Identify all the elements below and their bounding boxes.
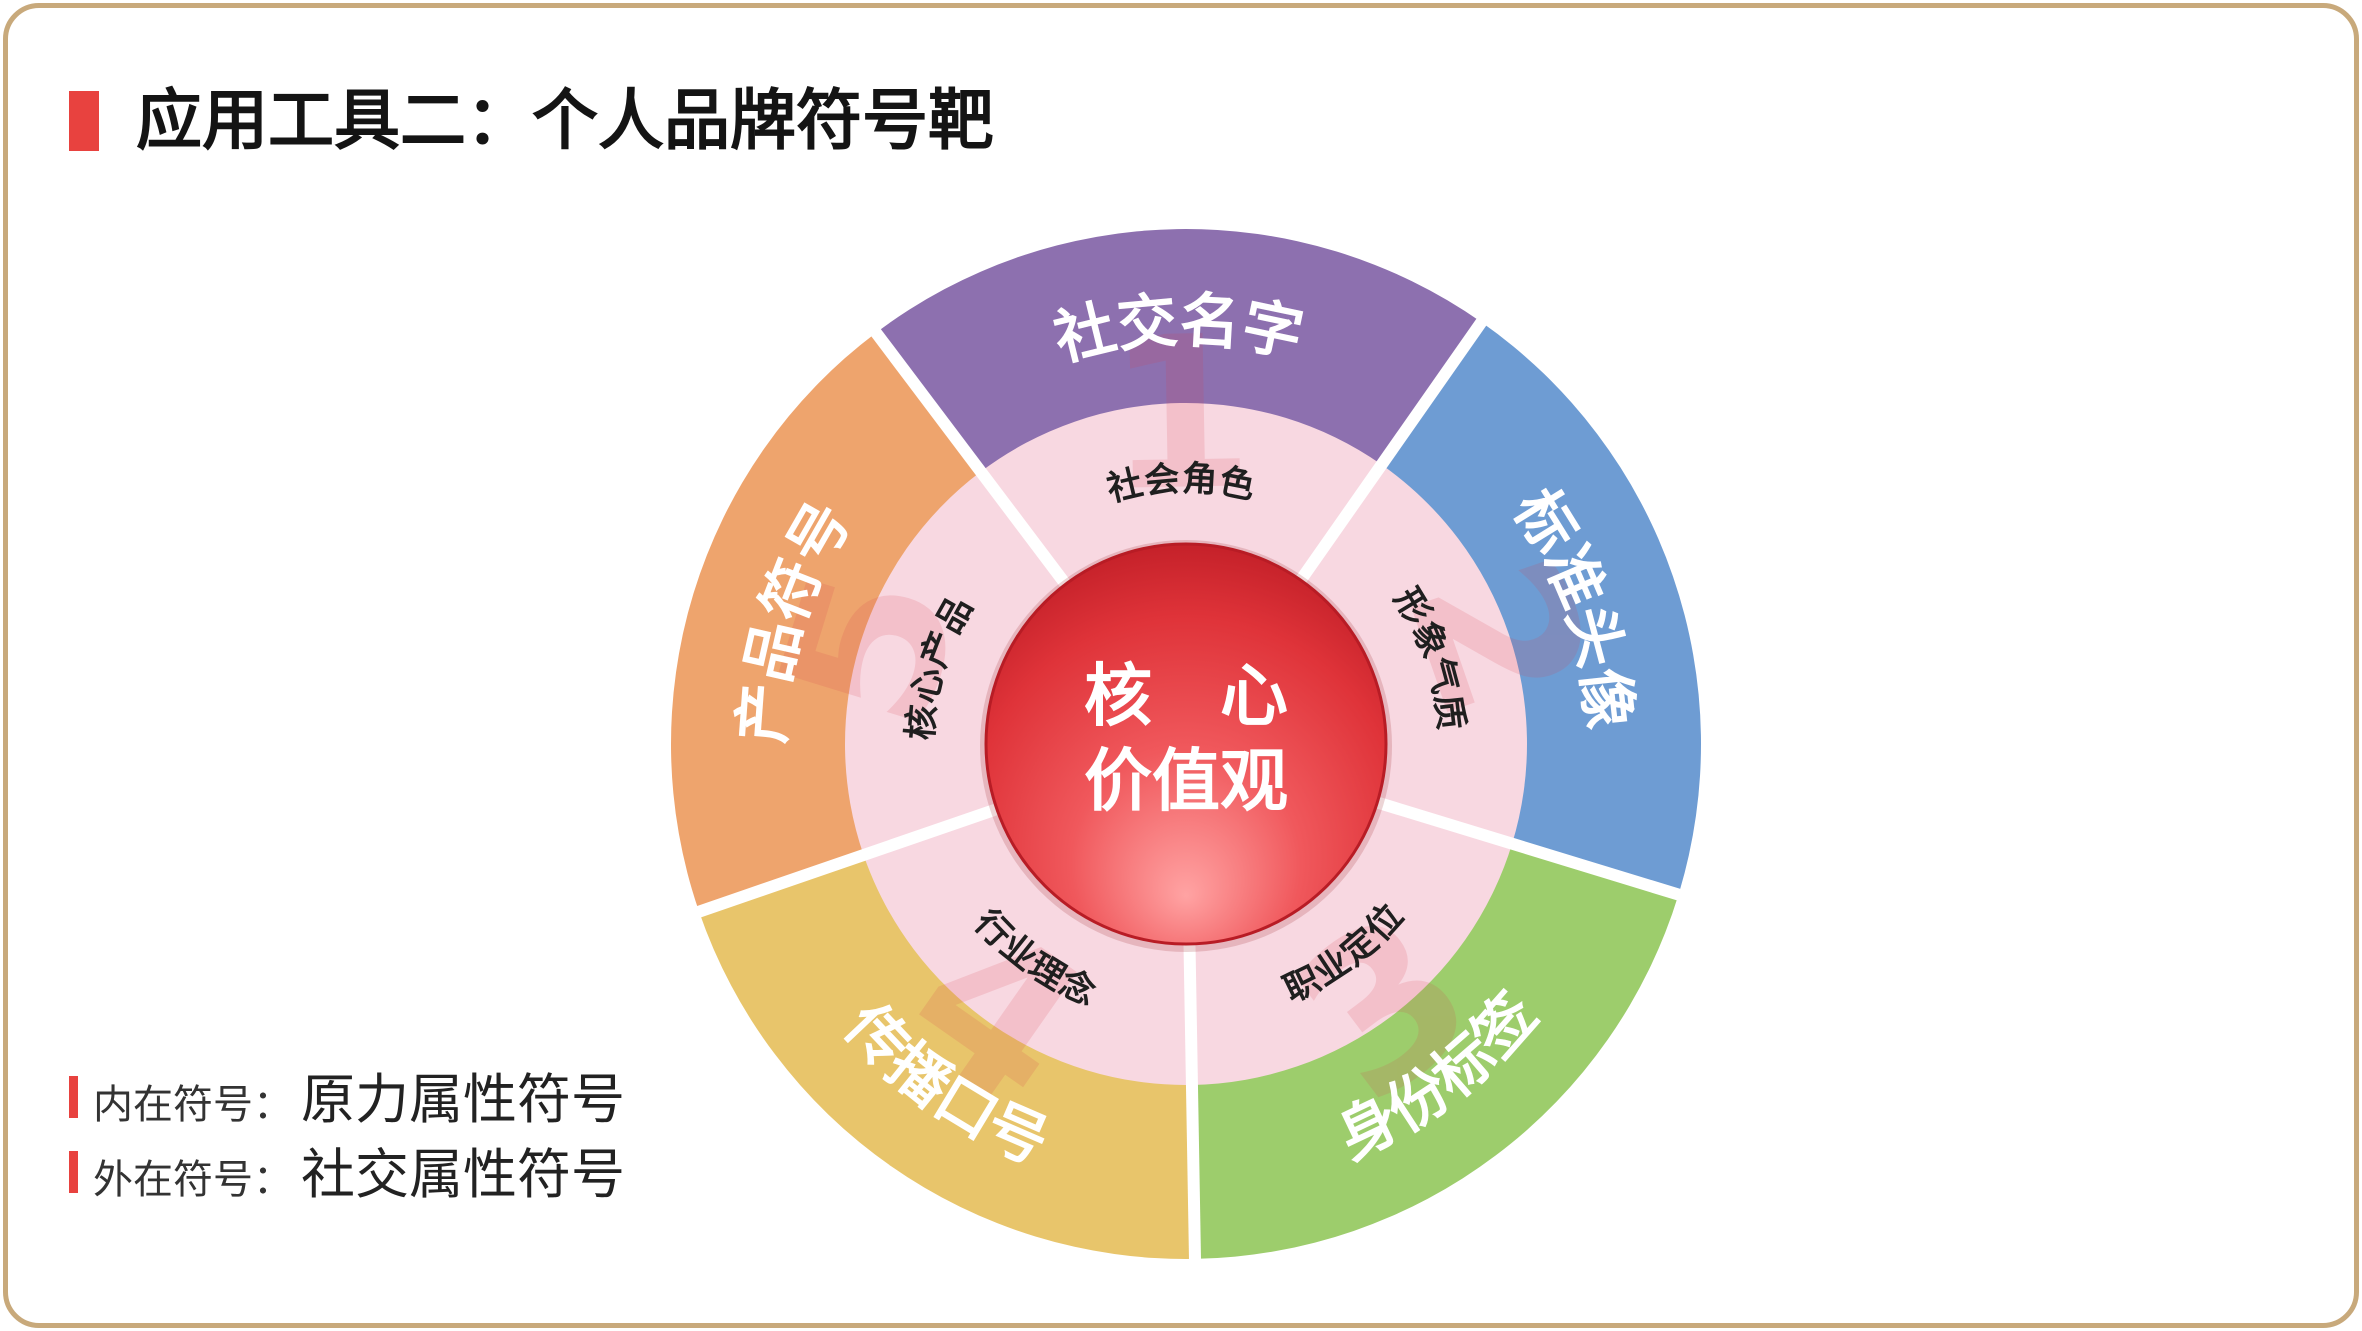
page-title: 应用工具二：个人品牌符号靶 bbox=[69, 86, 994, 156]
inner-band-social-role bbox=[980, 403, 1382, 588]
legend-value: 原力属性符号 bbox=[301, 1068, 625, 1131]
page-title-text: 应用工具二：个人品牌符号靶 bbox=[136, 82, 994, 159]
outer-band-standard-avatar bbox=[1381, 322, 1702, 895]
legend-accent-bar bbox=[69, 1076, 78, 1118]
watermark-number: 1 bbox=[1105, 290, 1255, 538]
inner-band-career-positioning bbox=[1189, 801, 1513, 1085]
legend-key: 内在符号： bbox=[93, 1082, 293, 1128]
inner-band-core-product bbox=[845, 471, 1069, 856]
legend-item-inner-symbol: 内在符号： 原力属性符号 bbox=[69, 1067, 625, 1142]
legend-value: 社交属性符号 bbox=[301, 1143, 625, 1206]
inner-band-industry-philosophy bbox=[863, 807, 1192, 1086]
divider-line bbox=[1291, 312, 1491, 591]
core-value-circle bbox=[984, 542, 1388, 946]
divider-line bbox=[1183, 935, 1202, 1268]
segment-standard-avatar bbox=[1298, 322, 1702, 895]
outer-band-social-name bbox=[876, 229, 1482, 473]
legend: 内在符号： 原力属性符号 外在符号： 社交属性符号 bbox=[69, 1067, 625, 1217]
divider-line bbox=[689, 800, 1007, 920]
legend-key: 外在符号： bbox=[93, 1157, 293, 1203]
inner-band-image-temperament bbox=[1298, 464, 1528, 844]
segment-slogan bbox=[699, 807, 1195, 1259]
core-text-line2: 价值观 bbox=[1084, 743, 1288, 822]
core-text-line1: 核 心 bbox=[1084, 658, 1288, 737]
legend-item-outer-symbol: 外在符号： 社交属性符号 bbox=[69, 1142, 625, 1217]
title-accent-bar bbox=[69, 91, 99, 151]
legend-accent-bar bbox=[69, 1151, 78, 1193]
segment-identity-tag bbox=[1189, 801, 1679, 1259]
segment-social-name bbox=[876, 229, 1482, 588]
divider-line bbox=[1367, 794, 1688, 903]
outer-band-identity-tag bbox=[1191, 843, 1679, 1259]
divider-line bbox=[866, 322, 1076, 595]
segment-dividers bbox=[689, 312, 1688, 1268]
outer-band-slogan bbox=[699, 854, 1195, 1259]
segment-product-symbol bbox=[671, 332, 1069, 912]
outer-band-product-symbol bbox=[671, 332, 982, 912]
